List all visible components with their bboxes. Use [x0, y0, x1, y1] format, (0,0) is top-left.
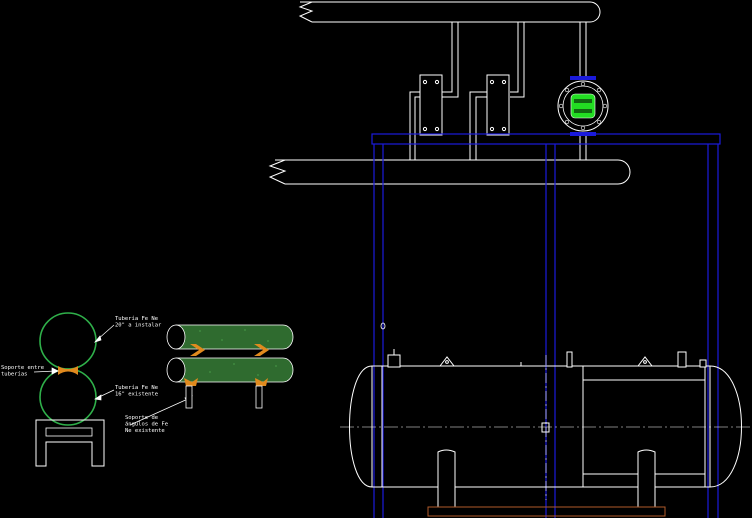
steel-frame [371, 133, 721, 518]
clamp-plates [419, 74, 510, 136]
tank-nozzles [387, 349, 707, 368]
branch-pipes [409, 22, 587, 160]
tank-saddles [437, 449, 656, 508]
upper-pipe [298, 1, 601, 23]
horizontal-tank [340, 355, 752, 500]
column-marker [380, 322, 386, 330]
pipe-support-section [35, 312, 105, 467]
isometric-pipes [166, 324, 294, 409]
lower-pipe [268, 159, 631, 185]
tank-base-plate [427, 506, 666, 517]
